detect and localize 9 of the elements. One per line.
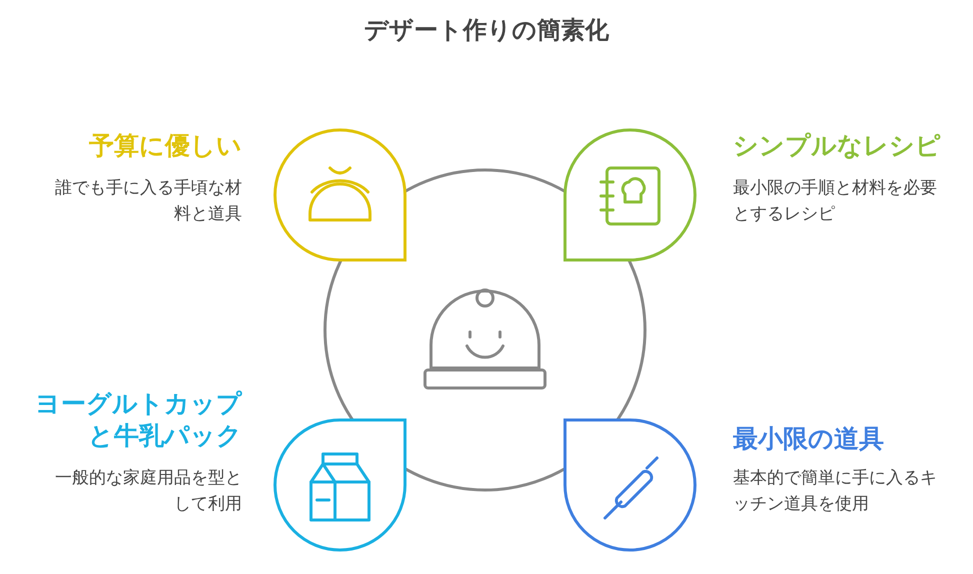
heading: 予算に優しい — [88, 130, 242, 162]
description: 誰でも手に入る手頃な材料と道具 — [54, 177, 242, 226]
title: デザート作りの簡素化 — [363, 15, 610, 46]
heading: 最小限の道具 — [733, 423, 885, 455]
description: 基本的で簡単に手に入るキッチン道具を使用 — [733, 467, 938, 516]
description: 最小限の手順と材料を必要とするレシピ — [733, 177, 938, 226]
description: 一般的な家庭用品を型として利用 — [54, 467, 242, 516]
heading: シンプルなレシピ — [733, 130, 942, 162]
heading: ヨーグルトカップと牛乳パック — [34, 388, 242, 452]
